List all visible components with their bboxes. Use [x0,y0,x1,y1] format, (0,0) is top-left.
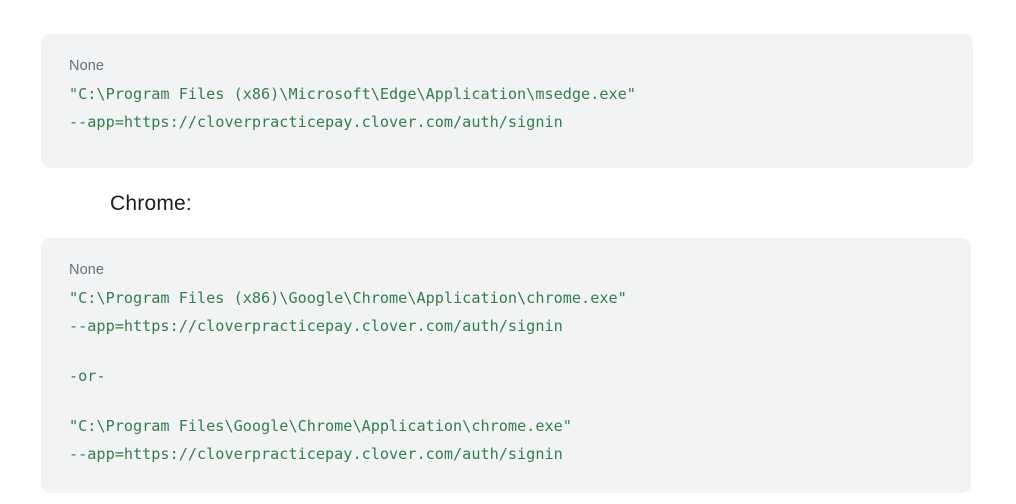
code-language-label: None [69,58,105,74]
code-line: --app=https://cloverpracticepay.clover.c… [69,445,563,463]
chrome-section-heading: Chrome: [110,192,192,215]
code-line: --app=https://cloverpracticepay.clover.c… [69,113,563,131]
code-line: "C:\Program Files (x86)\Google\Chrome\Ap… [69,289,627,307]
code-language-label: None [69,262,105,278]
edge-command-code-block[interactable]: None "C:\Program Files (x86)\Microsoft\E… [41,34,973,168]
code-line-blank [69,390,943,412]
code-line: "C:\Program Files (x86)\Microsoft\Edge\A… [69,85,636,103]
code-line: "C:\Program Files\Google\Chrome\Applicat… [69,417,572,435]
code-line-blank [69,340,943,362]
code-line: --app=https://cloverpracticepay.clover.c… [69,317,563,335]
code-line-separator: -or- [69,367,106,385]
chrome-command-code-block[interactable]: None "C:\Program Files (x86)\Google\Chro… [41,238,971,493]
